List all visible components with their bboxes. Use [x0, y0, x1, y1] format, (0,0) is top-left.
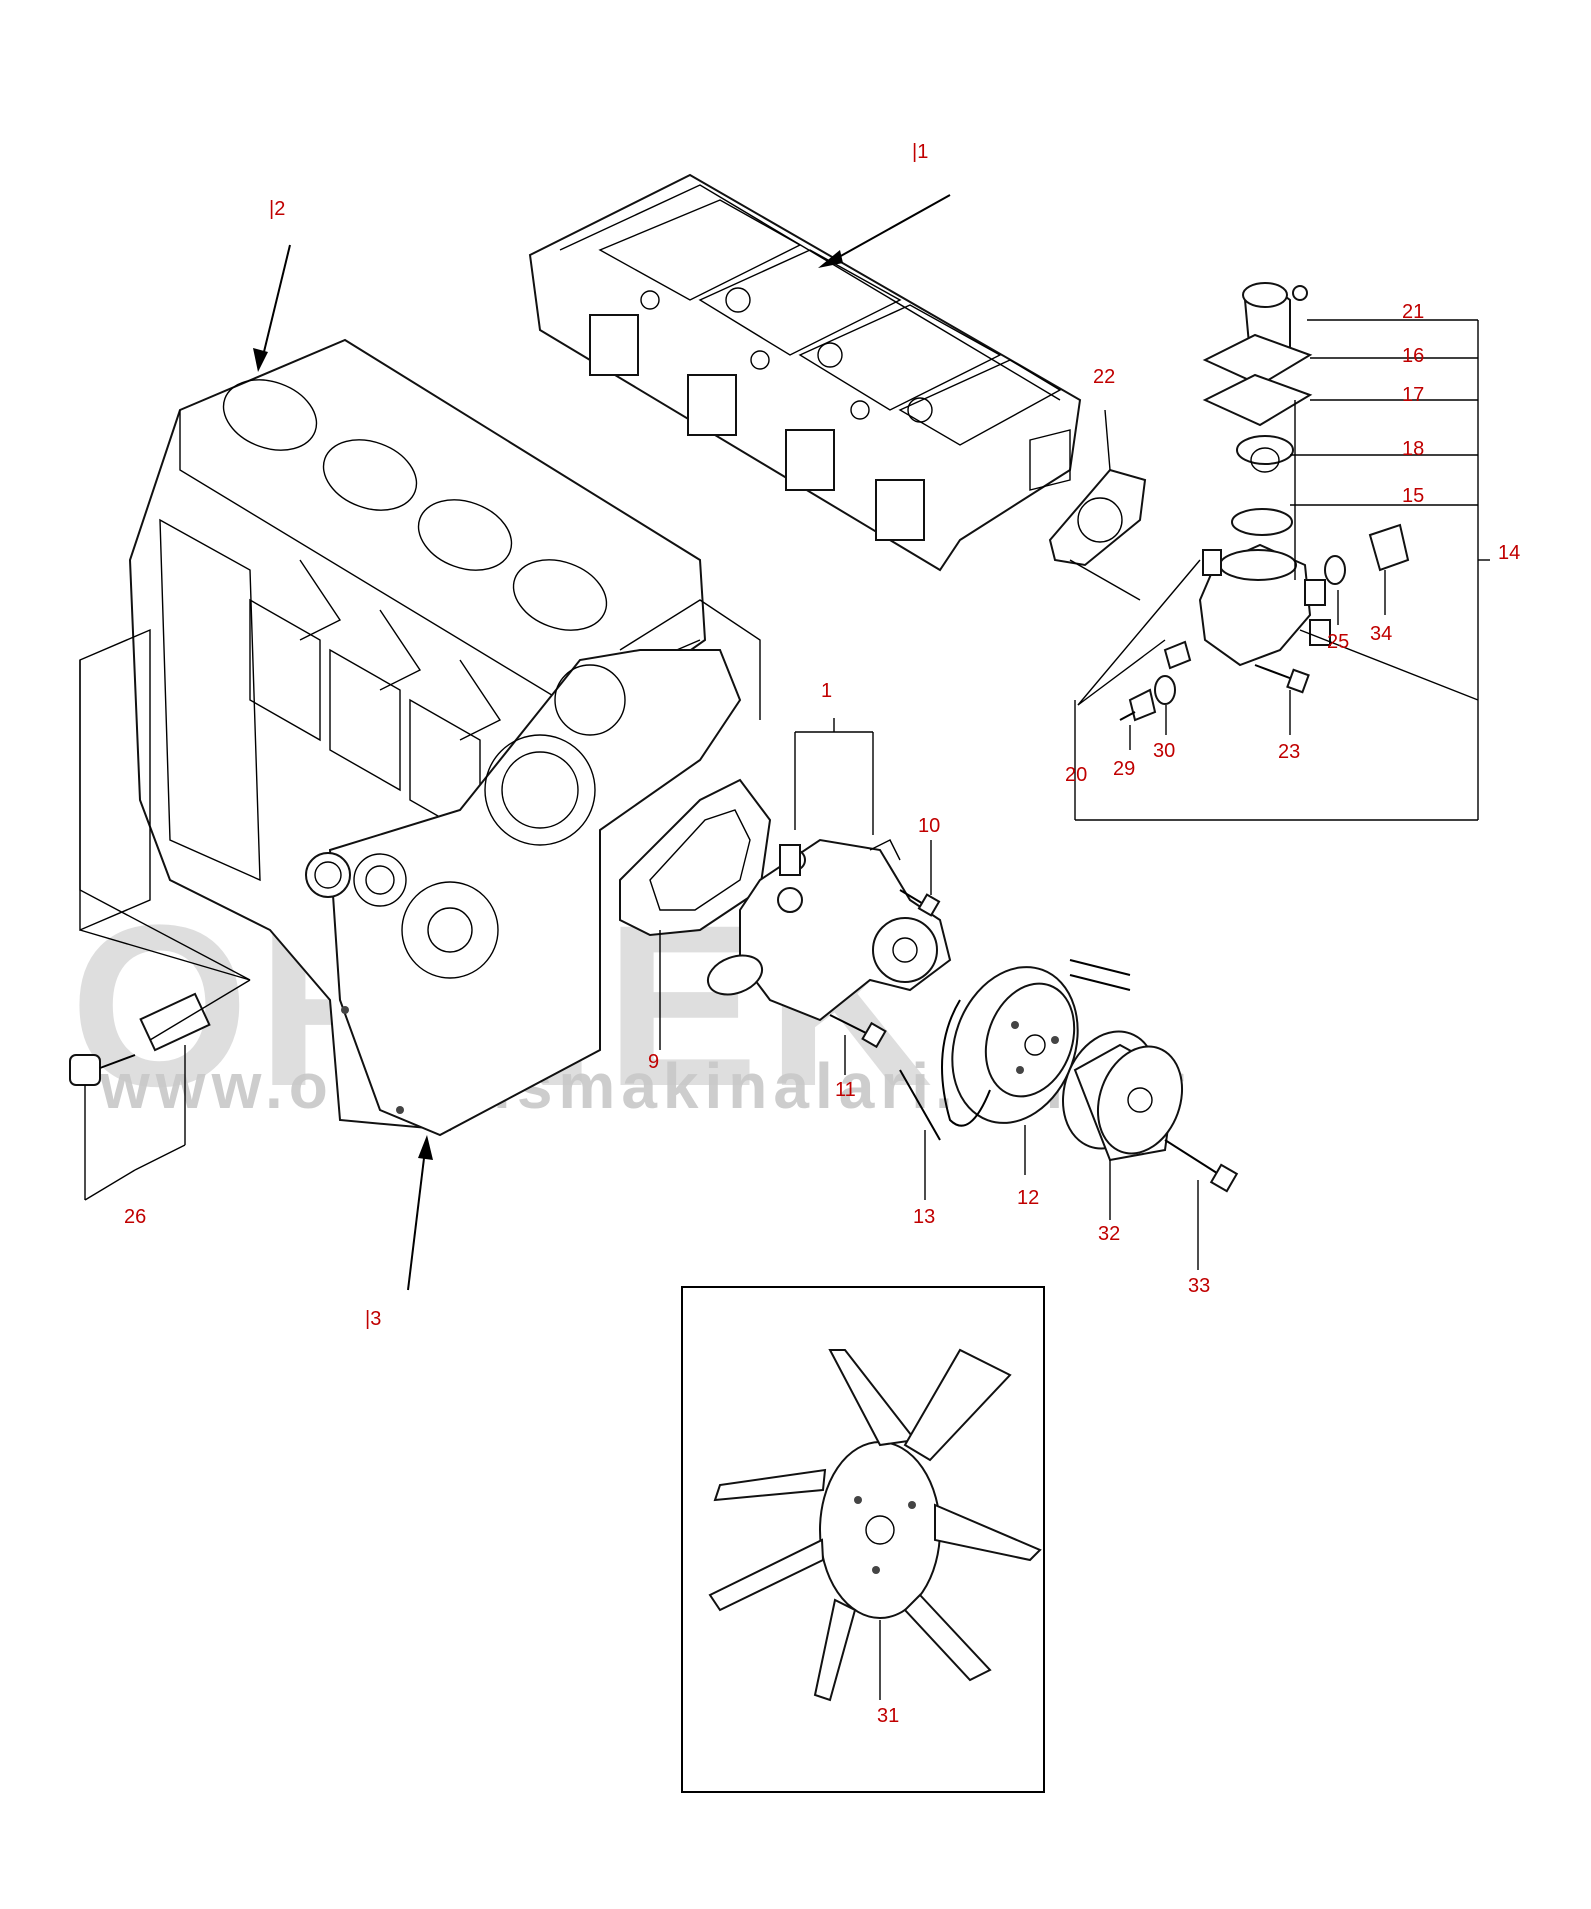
bolt-33-drawing	[1164, 1139, 1239, 1193]
callout-25: 25	[1327, 631, 1349, 653]
fan-inset-box	[681, 1286, 1045, 1793]
callout-ref-3: |3	[365, 1308, 381, 1330]
callout-20: 20	[1065, 764, 1087, 786]
cooling-fan-drawing	[708, 1348, 1042, 1702]
thermostat-gasket-22-drawing	[1048, 468, 1147, 601]
callout-17: 17	[1402, 384, 1424, 406]
callout-32: 32	[1098, 1223, 1120, 1245]
callout-26: 26	[124, 1206, 146, 1228]
callout-11: 11	[835, 1079, 856, 1101]
callout-30: 30	[1153, 740, 1175, 762]
callout-33: 33	[1188, 1275, 1210, 1297]
callout-21: 21	[1402, 301, 1424, 323]
callout-ref-2: |2	[269, 198, 285, 220]
callout-10: 10	[918, 815, 940, 837]
callout-1: 1	[821, 680, 832, 702]
v-belt-drawing	[899, 959, 1131, 1141]
timing-cover-drawing	[305, 599, 761, 1137]
leader-lines	[84, 194, 1490, 1291]
callout-34: 34	[1370, 623, 1392, 645]
callout-14: 14	[1498, 542, 1520, 564]
water-pump-drawing	[706, 838, 952, 1022]
callout-18: 18	[1402, 438, 1424, 460]
fan-pulley-drawing	[951, 966, 1079, 1124]
callout-23: 23	[1278, 741, 1300, 763]
water-pump-gasket-drawing	[619, 778, 772, 1050]
callout-31: 31	[877, 1705, 899, 1727]
callout-16: 16	[1402, 345, 1424, 367]
callout-13: 13	[913, 1206, 935, 1228]
callout-22: 22	[1093, 366, 1115, 388]
fan-spacer-drawing	[1061, 1030, 1184, 1162]
callout-29: 29	[1113, 758, 1135, 780]
bolt-11-drawing	[829, 1014, 887, 1049]
callout-ref-1: |1	[912, 141, 928, 163]
cylinder-head-drawing	[528, 173, 1082, 572]
bolt-10-drawing	[899, 889, 941, 917]
callout-9: 9	[648, 1051, 659, 1073]
callout-labels: |1 |2 |3 1 9 10 11 12 13 14 15 16 17 18 …	[124, 141, 1520, 1727]
thermostat-assembly-drawing	[1119, 282, 1410, 722]
callout-15: 15	[1402, 485, 1424, 507]
callout-12: 12	[1017, 1187, 1039, 1209]
